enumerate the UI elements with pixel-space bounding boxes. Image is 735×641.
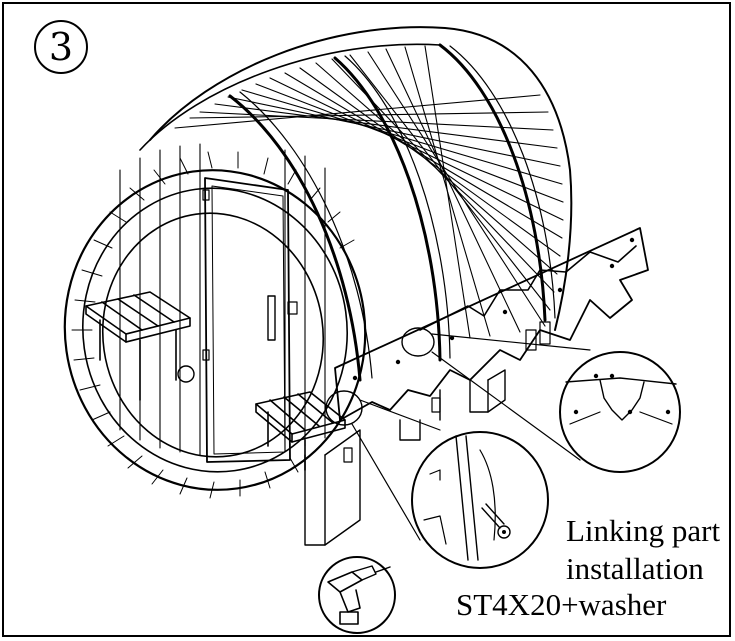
screw-spec-label: ST4X20+washer bbox=[456, 587, 667, 622]
linking-part[interactable] bbox=[334, 227, 649, 463]
screw-icon bbox=[481, 503, 505, 529]
linking-part-label: Linking part bbox=[566, 513, 721, 548]
door-handle bbox=[267, 295, 276, 341]
installation-label: installation bbox=[566, 551, 704, 586]
barrel-front-ring bbox=[63, 151, 367, 499]
barrel-body bbox=[139, 26, 573, 382]
base-supports bbox=[304, 369, 506, 546]
sauna-door bbox=[202, 177, 298, 463]
barrel-band-middle bbox=[333, 56, 442, 362]
bench-right bbox=[255, 391, 346, 471]
detail-callout-screw bbox=[325, 390, 549, 569]
bench-left bbox=[85, 291, 191, 401]
interior-back-wall bbox=[119, 143, 326, 456]
step-number: 3 bbox=[48, 25, 74, 69]
power-drill-icon bbox=[318, 556, 396, 634]
barrel-band-front bbox=[228, 94, 362, 382]
detail-callout-bracket bbox=[401, 327, 681, 473]
step-number-circle bbox=[34, 20, 88, 74]
vent-hole bbox=[177, 365, 195, 383]
